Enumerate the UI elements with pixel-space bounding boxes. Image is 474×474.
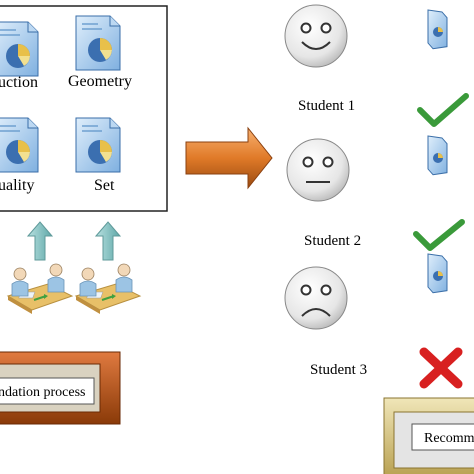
student-3-label: Student 3 xyxy=(310,362,367,378)
process-label-right: Recomm xyxy=(424,431,474,446)
document-icon xyxy=(75,117,121,173)
meeting-people-icon xyxy=(7,263,73,315)
process-label-box xyxy=(0,377,95,405)
document-label-geometry: Geometry xyxy=(68,73,132,90)
document-icon xyxy=(0,21,39,77)
checkmark-icon xyxy=(417,93,469,127)
student-1-label: Student 1 xyxy=(298,98,355,114)
recommended-document-icon xyxy=(427,135,448,178)
recommended-document-icon xyxy=(427,9,448,52)
document-icon xyxy=(75,15,121,71)
meeting-people-icon xyxy=(75,263,141,315)
process-label-box xyxy=(411,423,474,451)
document-label-inequality: uality xyxy=(0,177,34,194)
smiley-face-icon xyxy=(284,4,348,68)
recommended-document-icon xyxy=(427,253,448,296)
up-arrow-icon xyxy=(27,221,53,261)
document-icon xyxy=(0,117,39,173)
sad-face-icon xyxy=(284,266,348,330)
process-label-left: ndation process xyxy=(0,385,85,400)
document-label-function: uction xyxy=(0,74,38,91)
document-label-set: Set xyxy=(94,177,115,194)
neutral-face-icon xyxy=(286,138,350,202)
up-arrow-icon xyxy=(95,221,121,261)
cross-icon xyxy=(419,347,463,389)
right-arrow-icon xyxy=(185,126,273,190)
student-2-label: Student 2 xyxy=(304,233,361,249)
checkmark-icon xyxy=(413,219,465,251)
